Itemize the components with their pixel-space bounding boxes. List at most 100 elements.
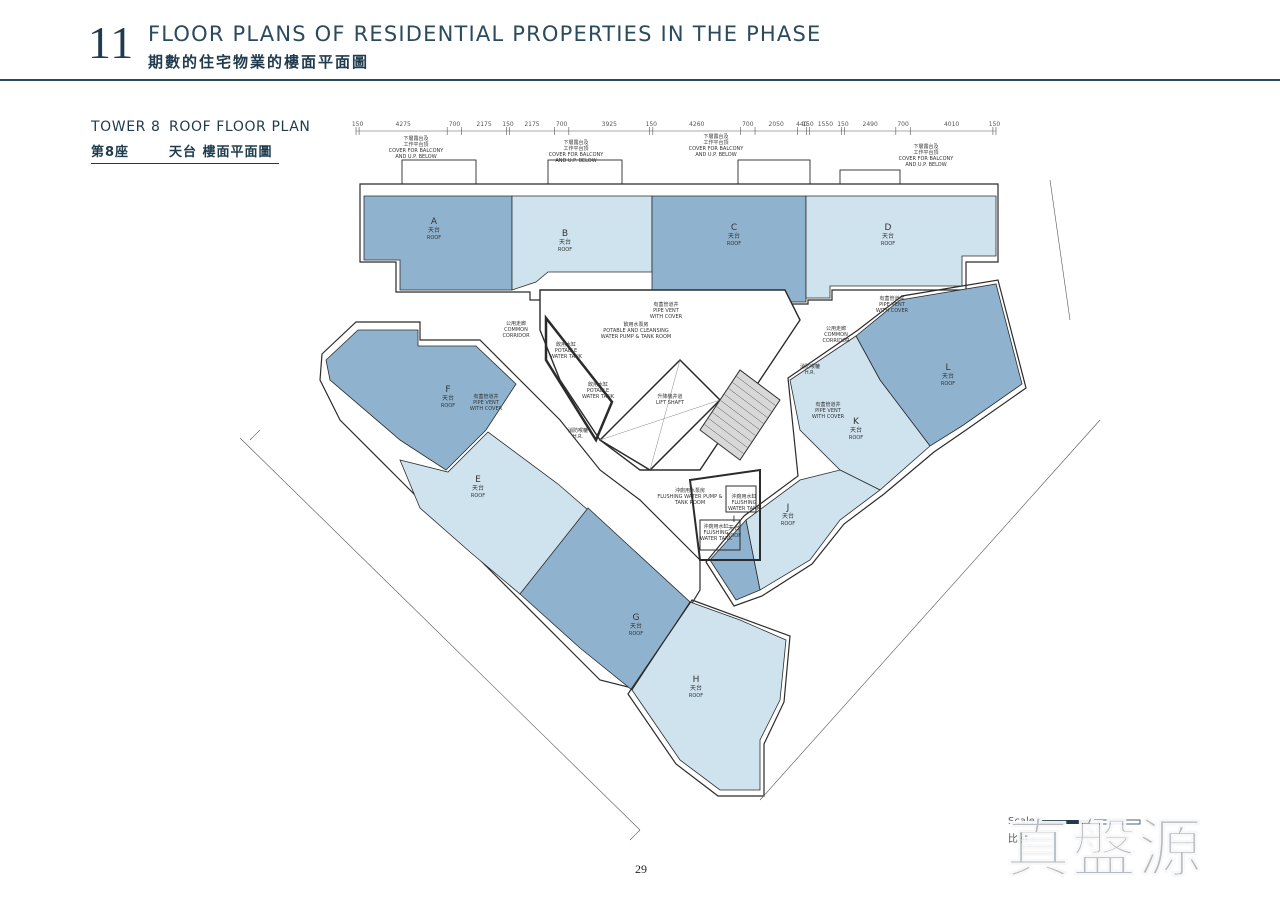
- room-note-flushing-room: 沖廁用水泵房: [675, 487, 705, 494]
- unit-j-roof-area: [745, 469, 881, 591]
- unit-roof-en: ROOF: [441, 403, 455, 409]
- top-dimension-label: 4010: [944, 121, 959, 128]
- unit-letter: A: [431, 217, 438, 227]
- room-note-corridor: CORRIDOR: [822, 338, 850, 344]
- room-note-potable-tank: WATER TANK: [582, 394, 615, 400]
- room-note-flushing-tank: 沖廁用水缸: [731, 493, 756, 500]
- room-note-potable-room: WATER PUMP & TANK ROOM: [601, 334, 671, 340]
- scale-bar: [1040, 819, 1141, 825]
- room-note-balcony-cover: COVER FOR BALCONY: [899, 156, 955, 162]
- tower-label-en: TOWER 8: [91, 119, 161, 135]
- top-dimension-label: 150: [989, 121, 1001, 128]
- unit-roof-zh: 天台: [630, 622, 642, 630]
- room-note-potable-room: 飲用水泵房: [623, 321, 648, 328]
- room-note-corridor: CORRIDOR: [502, 333, 530, 339]
- unit-roof-zh: 天台: [882, 232, 894, 240]
- room-note-balcony-cover: AND U.P. BELOW: [395, 154, 436, 160]
- unit-roof-en: ROOF: [881, 241, 895, 247]
- room-note-pipe-vent: 有蓋管道井: [473, 393, 498, 400]
- room-note-flushing-room: TANK ROOM: [674, 500, 705, 506]
- plan-name-zh: 天台 樓面平面圖: [169, 145, 273, 160]
- top-dimension-label: 2050: [769, 121, 784, 128]
- right-wing: [705, 279, 1027, 607]
- unit-letter: K: [853, 417, 860, 427]
- unit-roof-en: ROOF: [781, 521, 795, 527]
- unit-b-roof-area: [511, 195, 653, 291]
- unit-k-roof-area: [789, 335, 931, 491]
- top-dimension-label: 3925: [602, 121, 617, 128]
- top-dimension-label: 150: [352, 121, 364, 128]
- top-dimension-label: 2175: [476, 121, 491, 128]
- tower-label-zh: 第8座: [91, 145, 130, 160]
- plan-label: TOWER 8 ROOF FLOOR PLAN 第8座 天台 樓面平面圖: [91, 119, 310, 164]
- room-note-pipe-vent: PIPE VENT: [815, 408, 842, 414]
- chapter-title-en: FLOOR PLANS OF RESIDENTIAL PROPERTIES IN…: [148, 22, 822, 46]
- room-note-pipe-vent: WITH COVER: [876, 308, 909, 314]
- room-note-balcony-cover: AND U.P. BELOW: [905, 162, 946, 168]
- room-note-balcony-cover: COVER FOR BALCONY: [549, 152, 605, 158]
- top-dimension-label: 1550: [818, 121, 833, 128]
- unit-roof-en: ROOF: [471, 493, 485, 499]
- top-dimension-label: 2490: [863, 121, 878, 128]
- room-note-pipe-vent: WITH COVER: [470, 406, 503, 412]
- plan-name-en: ROOF FLOOR PLAN: [169, 119, 311, 135]
- top-dimension-label: 700: [449, 121, 461, 128]
- room-note-balcony-cover: AND U.P. BELOW: [555, 158, 596, 164]
- room-note-potable-tank: WATER TANK: [550, 354, 583, 360]
- room-note-pipe-vent: WITH COVER: [812, 414, 845, 420]
- room-note-lift-shaft: LIFT SHAFT: [656, 400, 685, 406]
- header-rule: [0, 79, 1280, 81]
- unit-letter: L: [945, 363, 950, 373]
- unit-roof-en: ROOF: [629, 631, 643, 637]
- top-dimension-label: 700: [742, 121, 754, 128]
- unit-letter: H: [693, 675, 700, 685]
- watermark-logo: 真盤源: [1006, 813, 1204, 888]
- room-note-pipe-vent: PIPE VENT: [473, 400, 500, 406]
- unit-roof-en: ROOF: [558, 247, 572, 253]
- unit-roof-zh: 天台: [782, 512, 794, 520]
- room-note-flushing-tank: FLUSHING: [731, 500, 756, 506]
- scale-label-zh: 比例 :: [1008, 834, 1035, 845]
- unit-h-roof-area: [631, 601, 787, 791]
- upper-wing: [359, 159, 999, 305]
- unit-letter: E: [475, 475, 481, 485]
- unit-roof-en: ROOF: [427, 235, 441, 241]
- room-note-balcony-cover: 工作平台頂: [403, 141, 428, 148]
- room-note-flushing-room: FLUSHING WATER PUMP &: [657, 494, 722, 500]
- top-dimension-label: 4275: [396, 121, 411, 128]
- unit-letter: I: [733, 515, 736, 525]
- unit-roof-en: ROOF: [849, 435, 863, 441]
- room-note-pipe-vent: PIPE VENT: [879, 302, 906, 308]
- room-note-balcony-cover: 下層露台及: [563, 139, 588, 146]
- unit-roof-zh: 天台: [690, 684, 702, 692]
- diagonal-dimensions: [239, 179, 1101, 841]
- room-note-flushing-tank: FLUSHING: [703, 530, 728, 536]
- room-note-balcony-cover: 下層露台及: [703, 133, 728, 140]
- unit-roof-zh: 天台: [850, 426, 862, 434]
- top-dimension-label: 440: [796, 121, 808, 128]
- top-dimension-label: 2175: [524, 121, 539, 128]
- unit-roof-en: ROOF: [727, 241, 741, 247]
- unit-roof-zh: 天台: [442, 394, 454, 402]
- bottom-wing: [627, 599, 791, 797]
- central-core: [539, 289, 801, 561]
- unit-roof-zh: 天台: [942, 372, 954, 380]
- top-dimension-label: 150: [502, 121, 514, 128]
- page-header: 11 FLOOR PLANS OF RESIDENTIAL PROPERTIES…: [0, 0, 1280, 82]
- unit-roof-en: ROOF: [689, 693, 703, 699]
- scale-label-en: Scale :: [1008, 816, 1042, 827]
- room-note-balcony-cover: 下層露台及: [403, 135, 428, 142]
- room-note-balcony-cover: 工作平台頂: [703, 139, 728, 146]
- room-note-pipe-vent: 有蓋管道井: [815, 401, 840, 408]
- room-note-flushing-tank: WATER TANK: [700, 536, 733, 542]
- unit-roof-zh: 天台: [728, 232, 740, 240]
- room-note-corridor: 公用走廊: [506, 320, 526, 327]
- room-note-hose-reel: 消防喉轆: [568, 427, 588, 434]
- room-note-balcony-cover: 工作平台頂: [913, 149, 938, 156]
- room-note-pipe-vent: 有蓋管道井: [653, 301, 678, 308]
- room-note-potable-tank: POTABLE: [587, 388, 609, 394]
- room-note-flushing-tank: WATER TANK: [728, 506, 761, 512]
- room-note-hose-reel: 消防喉轆: [800, 363, 820, 370]
- unit-roof-zh: 天台: [472, 484, 484, 492]
